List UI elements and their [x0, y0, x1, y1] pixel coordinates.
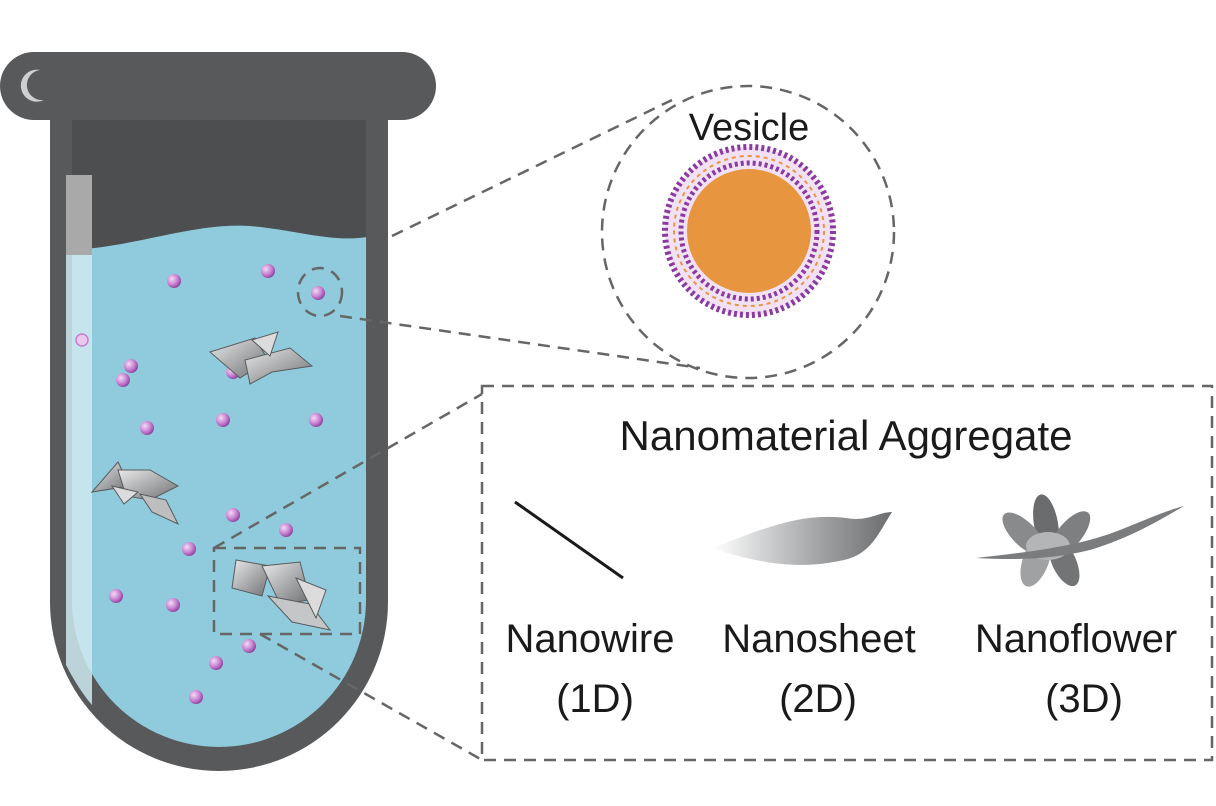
particle	[140, 421, 154, 435]
particle	[242, 639, 256, 653]
nanoflower-name: Nanoflower	[975, 617, 1177, 661]
small-zoom-rect	[212, 546, 362, 636]
connector-line	[339, 314, 701, 370]
particle	[209, 656, 223, 670]
nanosheet-graphic	[712, 512, 892, 565]
particle	[166, 598, 180, 612]
particle	[109, 589, 123, 603]
connector-line	[391, 98, 673, 238]
vesicle-label: Vesicle	[689, 107, 809, 149]
small-zoom-circle	[296, 266, 344, 318]
vesicle-inner-membrane	[678, 160, 820, 302]
particle	[75, 333, 89, 347]
particle	[189, 690, 203, 704]
vesicle-bilayer	[673, 155, 825, 307]
aggregate-shard	[231, 559, 332, 631]
aggregate-shard	[90, 461, 180, 526]
aggregate-title: Nanomaterial Aggregate	[620, 412, 1073, 459]
tube-cap	[0, 52, 436, 120]
vesicle-zoom-callout	[296, 84, 896, 380]
vesicle-particles	[75, 264, 325, 704]
particle	[216, 413, 230, 427]
nanoflower-dimension: (3D)	[1045, 677, 1123, 721]
particle	[261, 264, 275, 278]
particle	[116, 373, 130, 387]
particle	[182, 542, 196, 556]
nanowire-dimension: (1D)	[556, 677, 634, 721]
nanomaterial-labels: Nanowire (1D) Nanosheet (2D) Nanoflower …	[506, 617, 1178, 721]
particle	[279, 523, 293, 537]
particle	[309, 413, 323, 427]
particle	[311, 286, 325, 300]
particle	[167, 274, 181, 288]
tube-highlight	[66, 175, 92, 255]
aggregate-shard	[208, 331, 314, 385]
cap-highlight	[20, 69, 44, 102]
vesicle-zoom-circle	[600, 84, 896, 380]
nanowire-name: Nanowire	[506, 617, 675, 661]
particle	[124, 359, 138, 373]
vesicle-core	[687, 169, 811, 293]
nanoflower-graphic	[976, 494, 1184, 587]
nanosheet-dimension: (2D)	[779, 677, 857, 721]
nanowire-graphic	[514, 500, 624, 580]
aggregate-zoom-callout	[212, 384, 1214, 762]
connector-line	[213, 392, 483, 550]
connector-line	[259, 632, 483, 762]
aggregate-zoom-box	[480, 384, 1214, 762]
vesicle-graphic	[662, 144, 836, 318]
nanosheet-name: Nanosheet	[722, 617, 915, 661]
aggregate-shards	[90, 331, 332, 631]
particle	[226, 508, 240, 522]
